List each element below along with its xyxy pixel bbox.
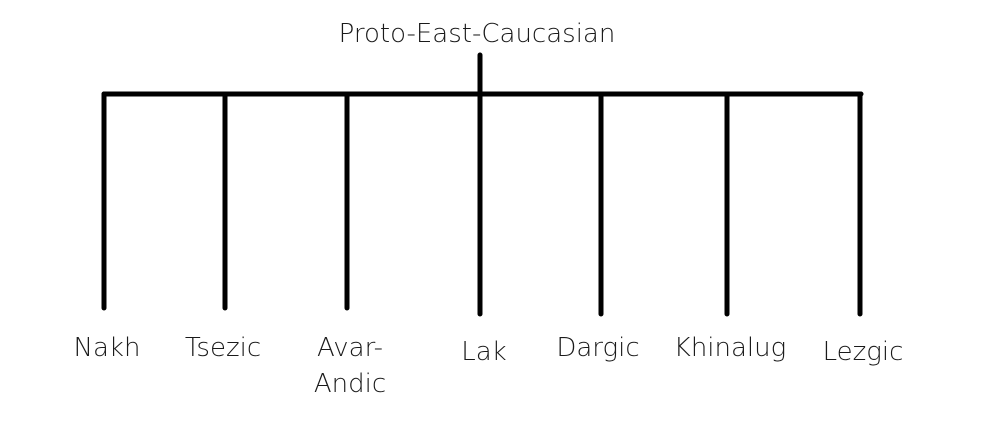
leaf-label-tsezic: Tsezic	[184, 333, 262, 363]
leaf-label-lak: Lak	[461, 337, 507, 367]
leaf-label-dargic: Dargic	[556, 333, 640, 363]
leaf-label-avar-andic: Avar- Andic	[300, 330, 400, 402]
leaf-label-avar-andic-line1: Avar-	[317, 333, 383, 363]
root-label: Proto-East-Caucasian	[338, 19, 616, 49]
leaf-label-avar-andic-line2: Andic	[313, 369, 387, 399]
leaf-label-nakh: Nakh	[73, 333, 141, 363]
leaf-label-lezgic: Lezgic	[822, 337, 904, 367]
leaf-label-khinalug: Khinalug	[673, 333, 787, 363]
